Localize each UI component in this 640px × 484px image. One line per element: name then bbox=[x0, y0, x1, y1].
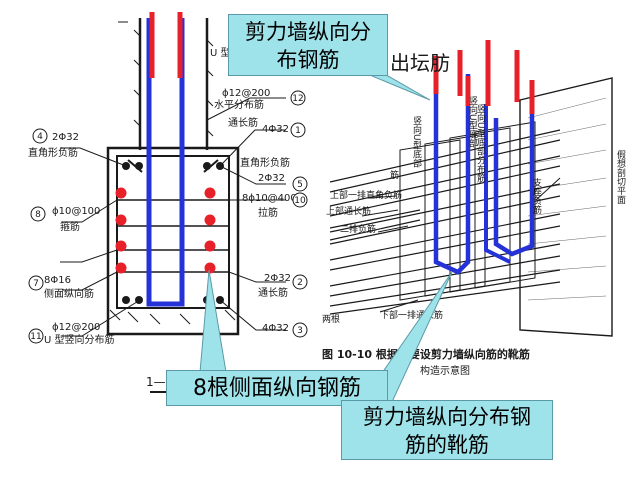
label-support-neg: 支座负筋 bbox=[531, 177, 542, 215]
label-vertical-u-right: 竖向U型底部分布筋 bbox=[475, 104, 486, 184]
label-two-bars: 两根 bbox=[322, 313, 340, 325]
label-2phi32-right: 2Φ32 bbox=[258, 173, 285, 184]
label-right-angle-neg-left: 直角形负筋 bbox=[28, 146, 78, 159]
number-circle: 8 bbox=[30, 206, 46, 222]
side-bar bbox=[115, 240, 127, 252]
right-perspective-drawing bbox=[329, 77, 613, 337]
label-imaginary-plane: 假想剖切平面 bbox=[615, 150, 626, 205]
callout-bottom-line1: 剪力墙纵向分布钢 bbox=[363, 405, 531, 429]
stirrup-rect bbox=[116, 155, 230, 309]
longitudinal-bars bbox=[329, 129, 561, 315]
label-section-mark: 1— bbox=[146, 375, 166, 389]
svg-text:10: 10 bbox=[294, 196, 306, 206]
svg-text:5: 5 bbox=[297, 180, 303, 190]
figure-caption: 图 10-10 根据需要设剪力墙纵向筋的靴筋 bbox=[322, 347, 530, 361]
callout-top-line1: 剪力墙纵向分 bbox=[245, 20, 371, 44]
svg-text:12: 12 bbox=[292, 94, 303, 104]
side-bar bbox=[204, 214, 216, 226]
number-circle: 3 bbox=[292, 322, 308, 338]
side-longitudinal-bars bbox=[115, 187, 216, 274]
label-through-bar: 通长筋 bbox=[228, 116, 258, 129]
callout-vertical-distribution-bars: 剪力墙纵向分 布钢筋 bbox=[228, 14, 388, 76]
number-circle: 12 bbox=[290, 90, 306, 106]
u-bar-blue-right-1 bbox=[433, 74, 471, 275]
side-bar bbox=[204, 240, 216, 252]
label-4phi32-bottom: 4Φ32 bbox=[262, 323, 289, 334]
svg-text:8: 8 bbox=[35, 210, 41, 220]
beam-outline bbox=[106, 146, 240, 336]
label-8phi16: 8Φ16 bbox=[44, 275, 71, 286]
label-phi10-100: ϕ10@100 bbox=[52, 206, 100, 217]
callout-top-line2: 布钢筋 bbox=[276, 48, 340, 73]
label-phi12-200-bottom: ϕ12@200 bbox=[52, 322, 100, 333]
title-fragment: 出坛肪 bbox=[390, 51, 450, 75]
label-through-bar-lower: 通长筋 bbox=[258, 286, 288, 299]
label-vertical-u-mid: 竖向U型底部 bbox=[467, 96, 478, 149]
svg-text:4: 4 bbox=[37, 132, 43, 142]
label-2phi32-lower: 2Φ32 bbox=[264, 273, 291, 284]
imaginary-plane bbox=[519, 77, 613, 337]
svg-text:2: 2 bbox=[297, 278, 303, 288]
pointer-side bbox=[199, 269, 227, 373]
callout-bottom-line2: 筋的靴筋 bbox=[405, 433, 489, 458]
side-bar bbox=[115, 262, 127, 274]
svg-text:3: 3 bbox=[297, 326, 303, 336]
label-u-bar-top: U 型 bbox=[210, 46, 231, 59]
figure-caption-2: 构造示意图 bbox=[420, 364, 470, 377]
callout-side-text: 8根侧面纵向钢筋 bbox=[193, 376, 361, 401]
number-circle: 11 bbox=[28, 328, 44, 344]
number-circle: 7 bbox=[28, 275, 44, 291]
stirrups-perspective bbox=[399, 121, 536, 301]
label-vertical-u-left: 竖向U型底部 bbox=[411, 116, 422, 169]
label-right-angle-neg-right: 直角形负筋 bbox=[240, 156, 290, 169]
number-circle: 10 bbox=[292, 192, 308, 208]
number-circle: 1 bbox=[290, 122, 306, 138]
u-bar-blue-right-3 bbox=[493, 110, 535, 257]
svg-text:7: 7 bbox=[33, 279, 39, 289]
label-top-row-angle: 上部一排直角负筋 bbox=[330, 189, 402, 201]
callout-boot-bars: 剪力墙纵向分布钢 筋的靴筋 bbox=[341, 400, 553, 460]
label-side-long-bar: 侧面纵向筋 bbox=[44, 287, 94, 300]
side-bar bbox=[115, 214, 127, 226]
label-horizontal-bar: 水平分布筋 bbox=[214, 98, 264, 111]
number-circle: 4 bbox=[32, 128, 48, 144]
number-circle: 5 bbox=[292, 176, 308, 192]
label-2phi32-left: 2Φ32 bbox=[52, 132, 79, 143]
label-bar: 筋 bbox=[390, 169, 399, 181]
label-second-row: 二排负筋 bbox=[340, 223, 376, 235]
callout-numbers: 12 1 4 5 10 8 7 2 11 3 bbox=[28, 90, 308, 344]
svg-text:11: 11 bbox=[30, 332, 41, 342]
u-bar-blue bbox=[146, 18, 185, 307]
side-bar bbox=[204, 262, 216, 274]
label-phi12-200-top: ϕ12@200 bbox=[222, 88, 270, 99]
side-bar bbox=[115, 187, 127, 199]
right-labels: 出坛肪 竖向U型底部 竖向U型底部 竖向U型底部分布筋 上部一排直角负筋 上部通… bbox=[322, 51, 626, 377]
label-4phi32-top: 4Φ32 bbox=[262, 124, 289, 135]
side-bar bbox=[204, 187, 216, 199]
label-stirrup: 箍筋 bbox=[60, 220, 80, 233]
label-u-vertical-bar: U 型竖向分布筋 bbox=[44, 333, 115, 346]
corner-bar bbox=[122, 296, 130, 304]
label-8phi10-400: 8ϕ10@400 bbox=[242, 193, 297, 204]
label-tie-bar: 拉筋 bbox=[258, 206, 278, 219]
svg-text:1: 1 bbox=[295, 126, 301, 136]
u-bar-blue-right-2 bbox=[484, 104, 511, 264]
label-top-through: 上部通长筋 bbox=[326, 205, 371, 217]
left-labels: U 型 ϕ12@200 水平分布筋 通长筋 4Φ32 2Φ32 直角形负筋 直角… bbox=[28, 46, 297, 389]
number-circle: 2 bbox=[292, 274, 308, 290]
